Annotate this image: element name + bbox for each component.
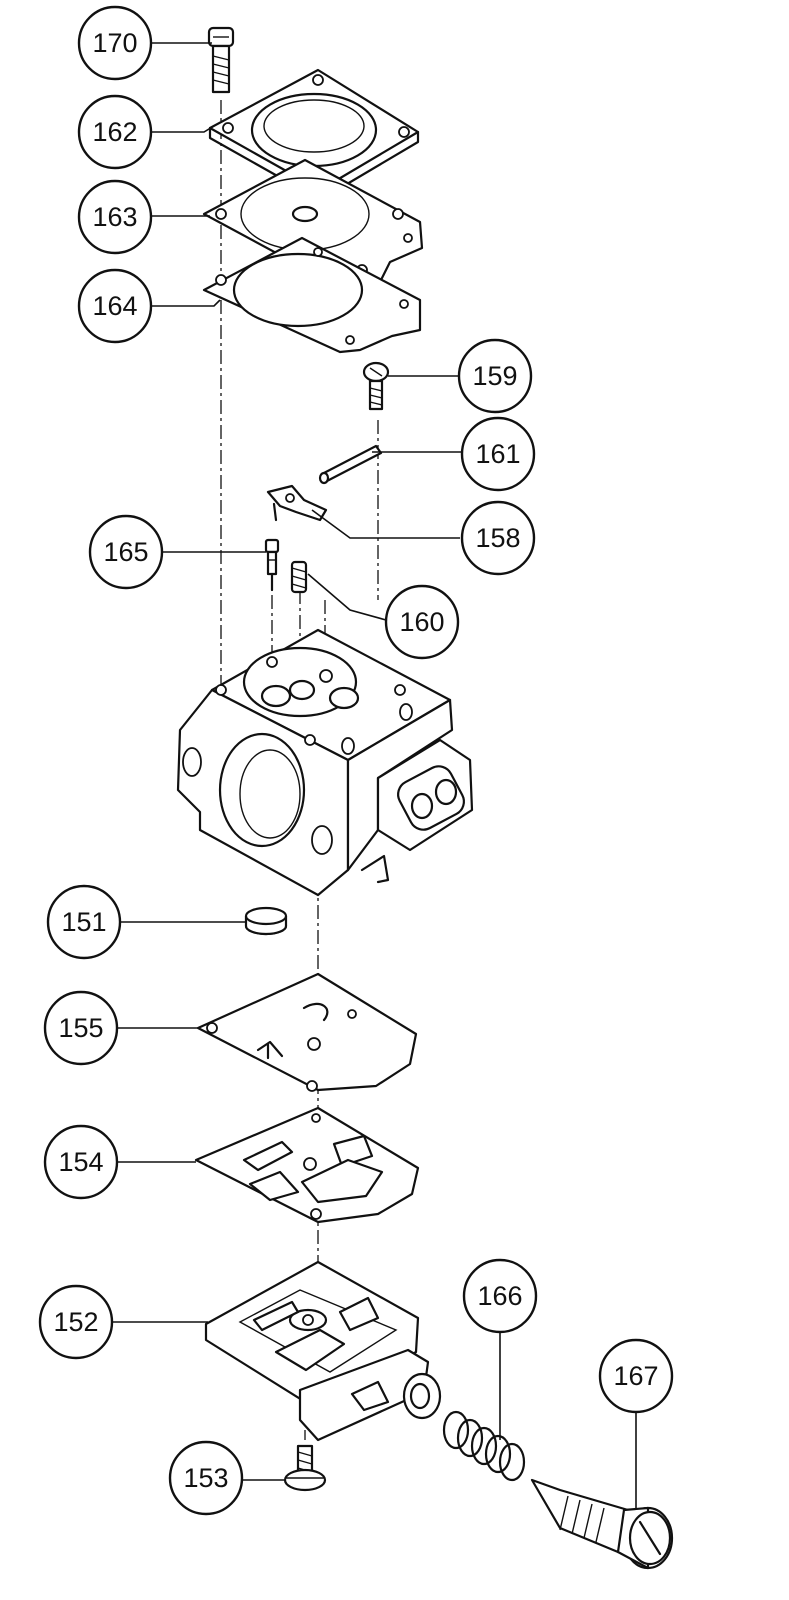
callout-166-label: 166 xyxy=(477,1281,522,1311)
callout-155-label: 155 xyxy=(58,1013,103,1043)
callout-155: 155 xyxy=(43,990,119,1066)
callout-163: 163 xyxy=(77,179,153,255)
part-170-screw xyxy=(207,26,235,94)
callout-162-label: 162 xyxy=(92,117,137,147)
leader-lines xyxy=(112,42,637,1510)
part-158-lever xyxy=(266,484,328,522)
callout-166: 166 xyxy=(462,1258,538,1334)
part-153-screw xyxy=(283,1444,327,1492)
callout-154: 154 xyxy=(43,1124,119,1200)
callout-162: 162 xyxy=(77,94,153,170)
carburetor-body xyxy=(176,628,474,897)
callout-153: 153 xyxy=(168,1440,244,1516)
callout-160: 160 xyxy=(384,584,460,660)
callout-170: 170 xyxy=(77,5,153,81)
callouts: 170 162 163 164 159 161 158 165 xyxy=(38,5,674,1516)
callout-158: 158 xyxy=(460,500,536,576)
callout-163-label: 163 xyxy=(92,202,137,232)
part-161-pin xyxy=(318,444,383,485)
callout-160-label: 160 xyxy=(399,607,444,637)
part-166-spring xyxy=(442,1410,526,1482)
part-165-needle-valve xyxy=(264,538,280,592)
callout-152-label: 152 xyxy=(53,1307,98,1337)
part-164-gasket xyxy=(202,236,422,354)
callout-167: 167 xyxy=(598,1338,674,1414)
part-151-plug xyxy=(244,906,288,936)
callout-151: 151 xyxy=(46,884,122,960)
callout-152: 152 xyxy=(38,1284,114,1360)
callout-165-label: 165 xyxy=(103,537,148,567)
part-155-diaphragm xyxy=(196,972,418,1092)
part-154-gasket xyxy=(194,1106,420,1224)
callout-164-label: 164 xyxy=(92,291,137,321)
callout-161-label: 161 xyxy=(475,439,520,469)
callout-154-label: 154 xyxy=(58,1147,103,1177)
callout-164: 164 xyxy=(77,268,153,344)
part-160-spring xyxy=(290,560,308,594)
callout-151-label: 151 xyxy=(61,907,106,937)
callout-165: 165 xyxy=(88,514,164,590)
part-159-screw xyxy=(362,361,390,411)
callout-159: 159 xyxy=(457,338,533,414)
callout-159-label: 159 xyxy=(472,361,517,391)
callout-170-label: 170 xyxy=(92,28,137,58)
callout-161: 161 xyxy=(460,416,536,492)
callout-167-label: 167 xyxy=(613,1361,658,1391)
callout-153-label: 153 xyxy=(183,1463,228,1493)
callout-158-label: 158 xyxy=(475,523,520,553)
part-152-pump-cover xyxy=(204,1260,442,1442)
part-167-adjusting-screw xyxy=(530,1478,674,1570)
